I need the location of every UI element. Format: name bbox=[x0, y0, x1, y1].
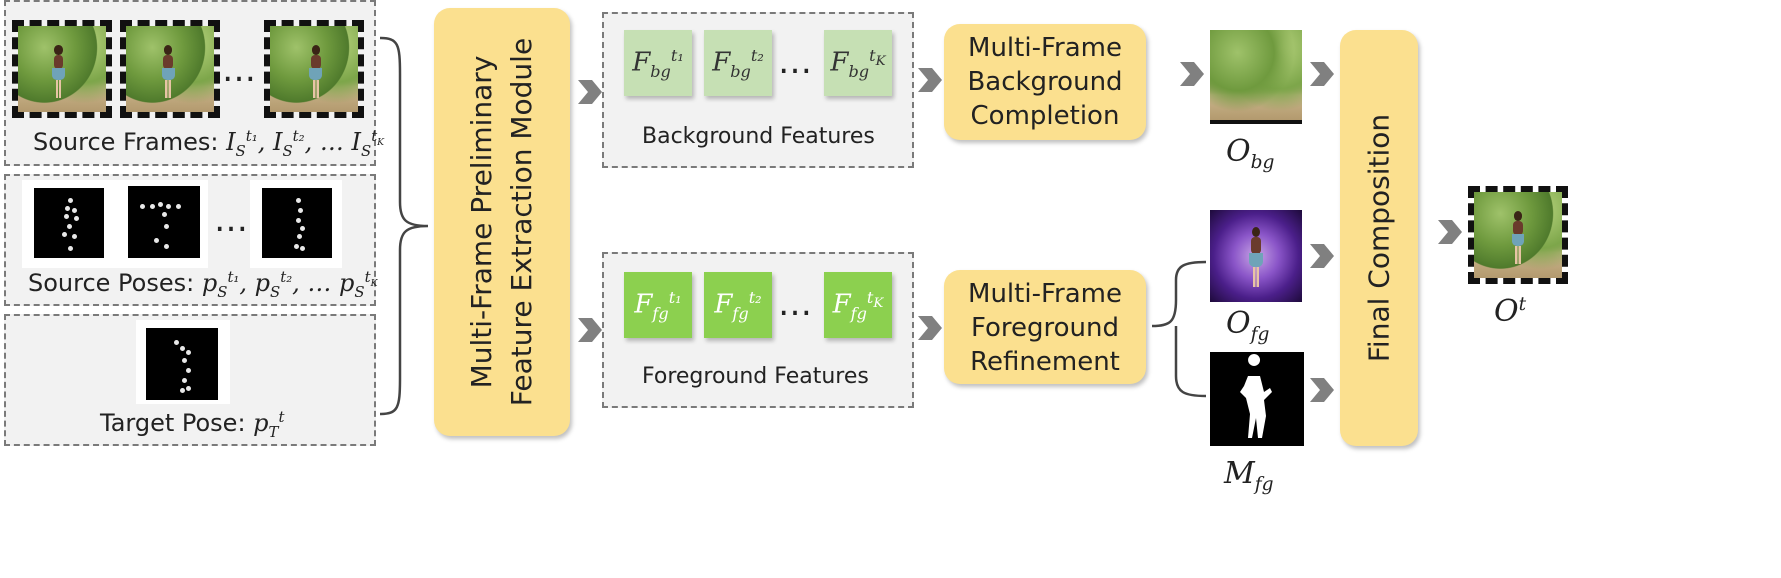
arrow-completion-to-obg bbox=[1180, 62, 1204, 86]
m-fg-label: Mfg bbox=[1224, 456, 1274, 495]
background-features-caption: Background Features bbox=[642, 124, 875, 149]
arrow-ofg-to-final bbox=[1310, 244, 1334, 268]
output-label: Ot bbox=[1494, 294, 1527, 329]
source-frames-caption: Source Frames: ISt₁, ISt₂, … IStK bbox=[33, 127, 385, 160]
arrow-mfg-to-final bbox=[1310, 378, 1334, 402]
o-bg-image bbox=[1210, 30, 1302, 124]
source-pose-2-image bbox=[128, 186, 200, 258]
bg-completion-line-1: Multi-Frame bbox=[968, 33, 1122, 63]
source-pose-k-image bbox=[262, 188, 332, 258]
arrow-final-to-output bbox=[1438, 220, 1462, 244]
bg-completion-line-3: Completion bbox=[970, 101, 1120, 131]
bg-feature-k: FbgtK bbox=[824, 30, 892, 96]
fg-features-ellipsis: … bbox=[778, 284, 814, 324]
fg-feature-k: FfgtK bbox=[824, 272, 892, 338]
fg-refinement-line-1: Multi-Frame bbox=[968, 279, 1122, 309]
fg-refinement-line-2: Foreground bbox=[970, 313, 1120, 343]
refinement-brace bbox=[1151, 260, 1207, 398]
target-pose-caption: Target Pose: pTt bbox=[100, 408, 285, 441]
o-fg-image bbox=[1210, 210, 1302, 302]
bg-feature-2: Fbgt₂ bbox=[704, 30, 772, 96]
fg-feature-2: Ffgt₂ bbox=[704, 272, 772, 338]
final-composition-module: Final Composition bbox=[1340, 30, 1418, 446]
arrow-extract-to-bg bbox=[578, 80, 602, 104]
arrow-bg-to-completion bbox=[918, 68, 942, 92]
source-frame-2-image bbox=[120, 20, 220, 118]
source-frame-k-image bbox=[264, 20, 364, 118]
bg-features-ellipsis: … bbox=[778, 42, 814, 82]
arrow-extract-to-fg bbox=[578, 318, 602, 342]
arrow-fg-to-refinement bbox=[918, 316, 942, 340]
target-pose-image bbox=[146, 328, 218, 400]
foreground-refinement-module: Multi-Frame Foreground Refinement bbox=[944, 270, 1146, 384]
bg-completion-line-2: Background bbox=[967, 67, 1123, 97]
final-composition-label: Final Composition bbox=[1362, 113, 1396, 363]
fg-feature-1: Ffgt₁ bbox=[624, 272, 692, 338]
input-brace bbox=[379, 36, 429, 416]
output-image bbox=[1468, 186, 1568, 284]
source-pose-1-image bbox=[34, 188, 104, 258]
source-poses-caption: Source Poses: pSt₁, pSt₂, … pStK bbox=[28, 268, 378, 301]
m-fg-image bbox=[1210, 352, 1304, 446]
o-bg-label: Obg bbox=[1226, 134, 1275, 173]
arrow-obg-to-final bbox=[1310, 62, 1334, 86]
foreground-features-caption: Foreground Features bbox=[642, 364, 869, 389]
bg-feature-1: Fbgt₁ bbox=[624, 30, 692, 96]
o-fg-label: Ofg bbox=[1226, 306, 1270, 345]
feature-extraction-module: Multi-Frame Preliminary Feature Extracti… bbox=[434, 8, 570, 436]
fg-refinement-line-3: Refinement bbox=[970, 347, 1120, 377]
source-frames-ellipsis: … bbox=[222, 50, 258, 90]
source-poses-ellipsis: … bbox=[214, 200, 250, 240]
source-frame-1-image bbox=[12, 20, 112, 118]
background-completion-module: Multi-Frame Background Completion bbox=[944, 24, 1146, 140]
